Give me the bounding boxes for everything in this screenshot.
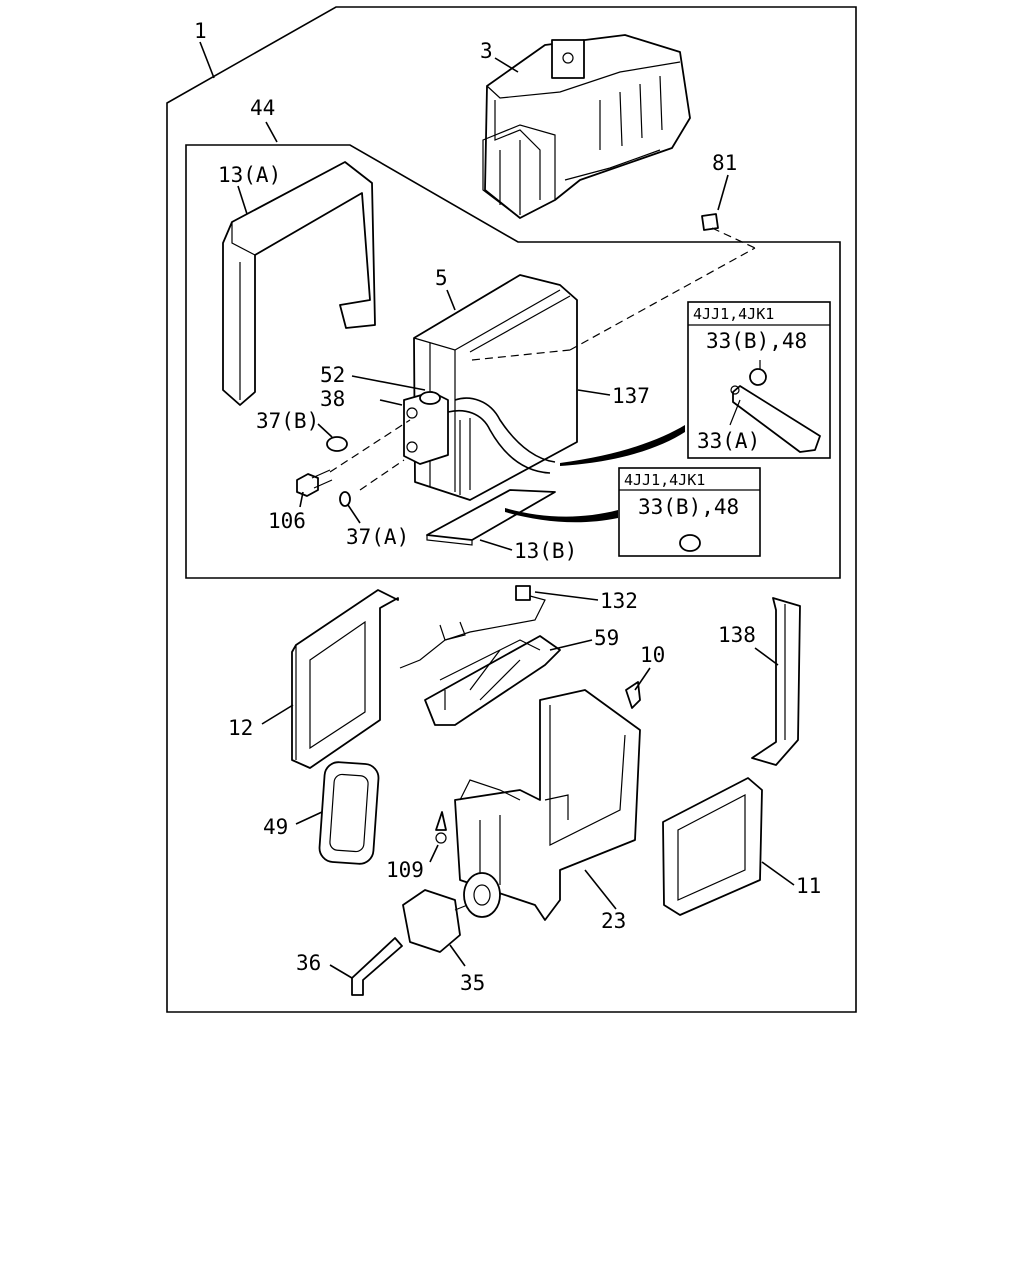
callout-13a: 13(A) — [218, 163, 281, 187]
clip-81 — [701, 213, 719, 231]
evaporator-core — [413, 274, 578, 501]
hose-36 — [351, 937, 403, 996]
sensor-132 — [399, 585, 546, 669]
inset-top-parts-label: 33(B),48 — [706, 329, 807, 353]
inset-bottom-box — [618, 467, 761, 557]
callout-49: 49 — [263, 815, 288, 839]
inset-pointer-top — [560, 425, 685, 466]
callout-37b: 37(B) — [256, 409, 319, 433]
upper-case-part — [482, 34, 691, 219]
callout-137: 137 — [612, 384, 650, 408]
seal-13b — [426, 489, 556, 541]
callout-11: 11 — [796, 874, 821, 898]
pipe-137 — [447, 397, 556, 495]
callout-35: 35 — [460, 971, 485, 995]
blower-motor-35 — [402, 872, 501, 953]
hose-33a — [730, 368, 821, 453]
seal-11 — [662, 777, 763, 916]
callout-138: 138 — [718, 623, 756, 647]
gasket-49 — [318, 761, 380, 865]
callout-38: 38 — [320, 387, 345, 411]
inset-pointer-bottom — [505, 508, 618, 523]
inset-bottom-parts-label: 33(B),48 — [638, 495, 739, 519]
door-59 — [424, 635, 561, 726]
callout-12: 12 — [228, 716, 253, 740]
callout-81: 81 — [712, 151, 737, 175]
bracket-138 — [751, 597, 801, 766]
seal-12 — [291, 589, 399, 769]
assembly-line — [329, 227, 756, 491]
inset-bottom-engine-label: 4JJ1,4JK1 — [624, 471, 705, 489]
inset-top-box — [687, 301, 831, 459]
bolt-106 — [296, 469, 333, 497]
screw-109 — [435, 811, 447, 844]
callout-13b: 13(B) — [514, 539, 577, 563]
inset-top-sub-label: 33(A) — [697, 429, 760, 453]
callout-10: 10 — [640, 643, 665, 667]
callout-labels: 1 3 44 81 13(A) 5 52 38 137 37(B) 106 37… — [194, 19, 821, 995]
callout-109: 109 — [386, 858, 424, 882]
inset-top-engine-label: 4JJ1,4JK1 — [693, 305, 774, 323]
callout-37a: 37(A) — [346, 525, 409, 549]
o-ring-37b — [326, 436, 348, 452]
callout-59: 59 — [594, 626, 619, 650]
evaporator-subframe — [185, 144, 841, 579]
callout-3: 3 — [480, 39, 493, 63]
callout-106: 106 — [268, 509, 306, 533]
seal-13a — [222, 161, 376, 406]
callout-132: 132 — [600, 589, 638, 613]
outer-frame — [166, 6, 857, 1013]
expansion-valve — [403, 391, 449, 465]
callout-23: 23 — [601, 909, 626, 933]
callout-44: 44 — [250, 96, 275, 120]
callout-36: 36 — [296, 951, 321, 975]
lower-case-23 — [454, 689, 641, 921]
grommet-33b — [679, 534, 701, 552]
callout-52: 52 — [320, 363, 345, 387]
callout-5: 5 — [435, 266, 448, 290]
callout-1: 1 — [194, 19, 207, 43]
o-ring-37a — [339, 491, 351, 507]
leader-lines — [199, 41, 795, 979]
